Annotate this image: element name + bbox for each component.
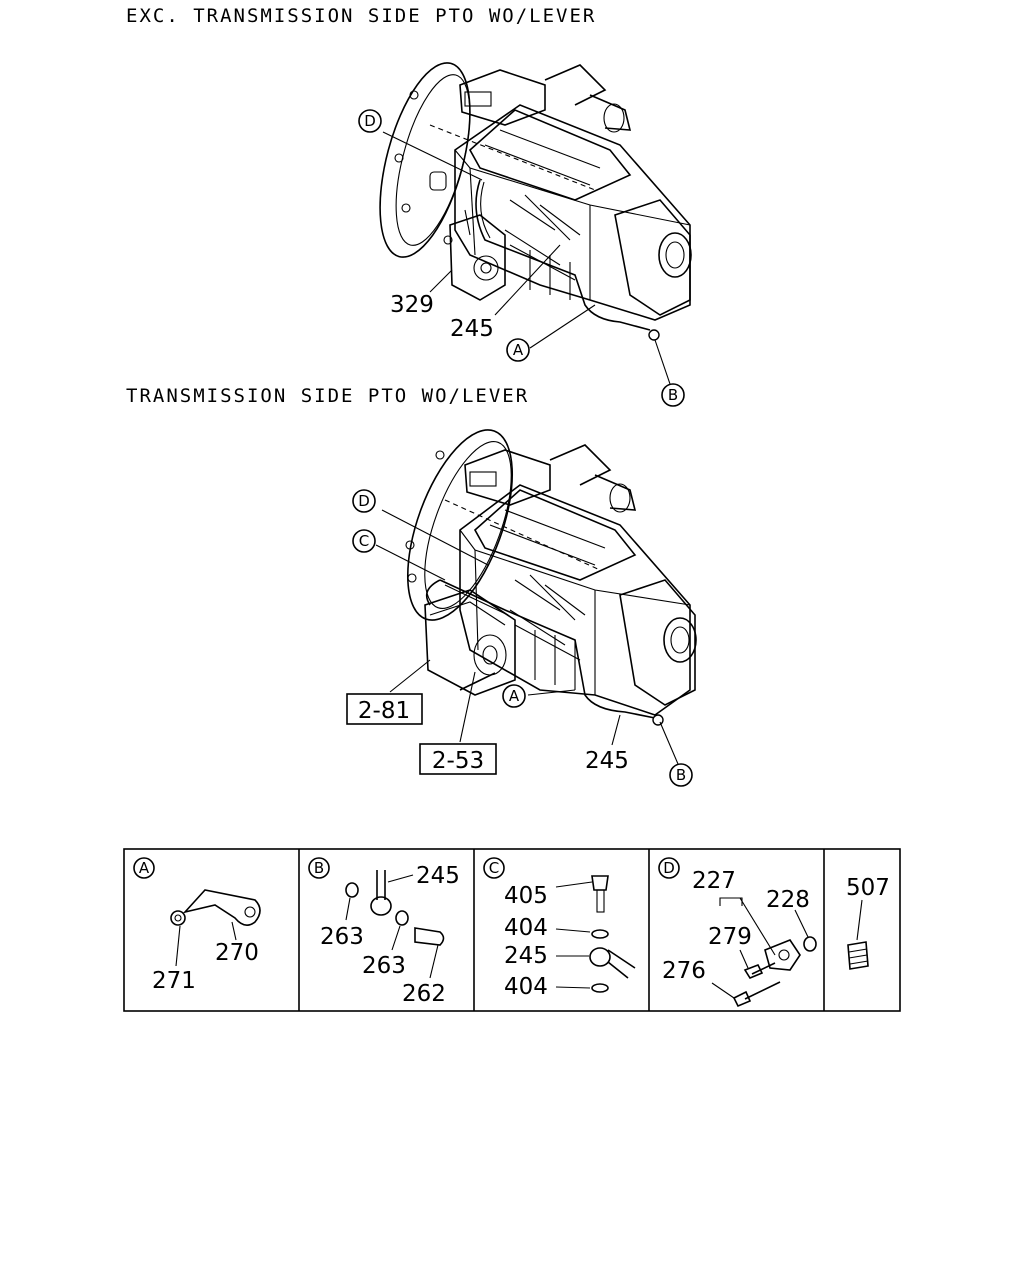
callout-b-middle: B [669, 763, 693, 787]
detail-table [123, 848, 901, 1012]
label-270: 270 [215, 940, 259, 966]
svg-text:B: B [676, 766, 686, 784]
caption-transmission-side-pto: TRANSMISSION SIDE PTO WO/LEVER [126, 385, 530, 407]
label-262: 262 [402, 981, 446, 1007]
svg-text:2-81: 2-81 [358, 698, 410, 724]
panel-callout-d: D [658, 857, 680, 879]
label-271: 271 [152, 968, 196, 994]
label-404-a: 404 [504, 915, 548, 941]
svg-text:A: A [513, 341, 524, 359]
top-transmission-drawing [379, 62, 692, 385]
callout-a-middle: A [502, 684, 526, 708]
label-245-c: 245 [504, 943, 548, 969]
svg-text:C: C [489, 859, 499, 877]
panel-callout-a: A [133, 857, 155, 879]
callout-b-top: B [661, 383, 685, 407]
detail-panel-c: C 405 404 245 404 [483, 857, 636, 1000]
label-245-middle: 245 [585, 748, 629, 774]
label-507: 507 [846, 875, 890, 901]
label-245-top: 245 [450, 316, 494, 342]
svg-text:2-53: 2-53 [432, 748, 484, 774]
label-263-b: 263 [362, 953, 406, 979]
detail-panel-507: 507 [846, 875, 890, 970]
svg-text:A: A [139, 859, 150, 877]
callout-c-middle: C [352, 529, 376, 553]
panel-callout-b: B [308, 857, 330, 879]
svg-text:B: B [314, 859, 324, 877]
svg-text:A: A [509, 687, 520, 705]
callout-d-top: D [358, 109, 382, 133]
caption-exc-transmission-side-pto: EXC. TRANSMISSION SIDE PTO WO/LEVER [126, 5, 597, 27]
svg-text:D: D [358, 492, 370, 510]
label-405: 405 [504, 883, 548, 909]
label-276: 276 [662, 958, 706, 984]
svg-text:D: D [663, 859, 675, 877]
label-279: 279 [708, 924, 752, 950]
svg-text:B: B [668, 386, 678, 404]
svg-text:D: D [364, 112, 376, 130]
panel-callout-c: C [483, 857, 505, 879]
label-263-a: 263 [320, 924, 364, 950]
callout-a-top: A [506, 338, 530, 362]
detail-panel-d: D 227 228 279 276 [658, 857, 817, 1008]
detail-panel-b: B 245 263 263 262 [308, 857, 460, 1007]
ref-box-2-53[interactable]: 2-53 [419, 743, 497, 775]
label-228: 228 [766, 887, 810, 913]
detail-panel-a: A 270 271 [133, 857, 261, 994]
label-329: 329 [390, 292, 434, 318]
label-404-b: 404 [504, 974, 548, 1000]
middle-transmission-drawing [375, 429, 697, 765]
callout-d-middle: D [352, 489, 376, 513]
svg-text:C: C [359, 532, 369, 550]
label-245-b: 245 [416, 863, 460, 889]
label-227: 227 [692, 868, 736, 894]
ref-box-2-81[interactable]: 2-81 [346, 693, 423, 725]
